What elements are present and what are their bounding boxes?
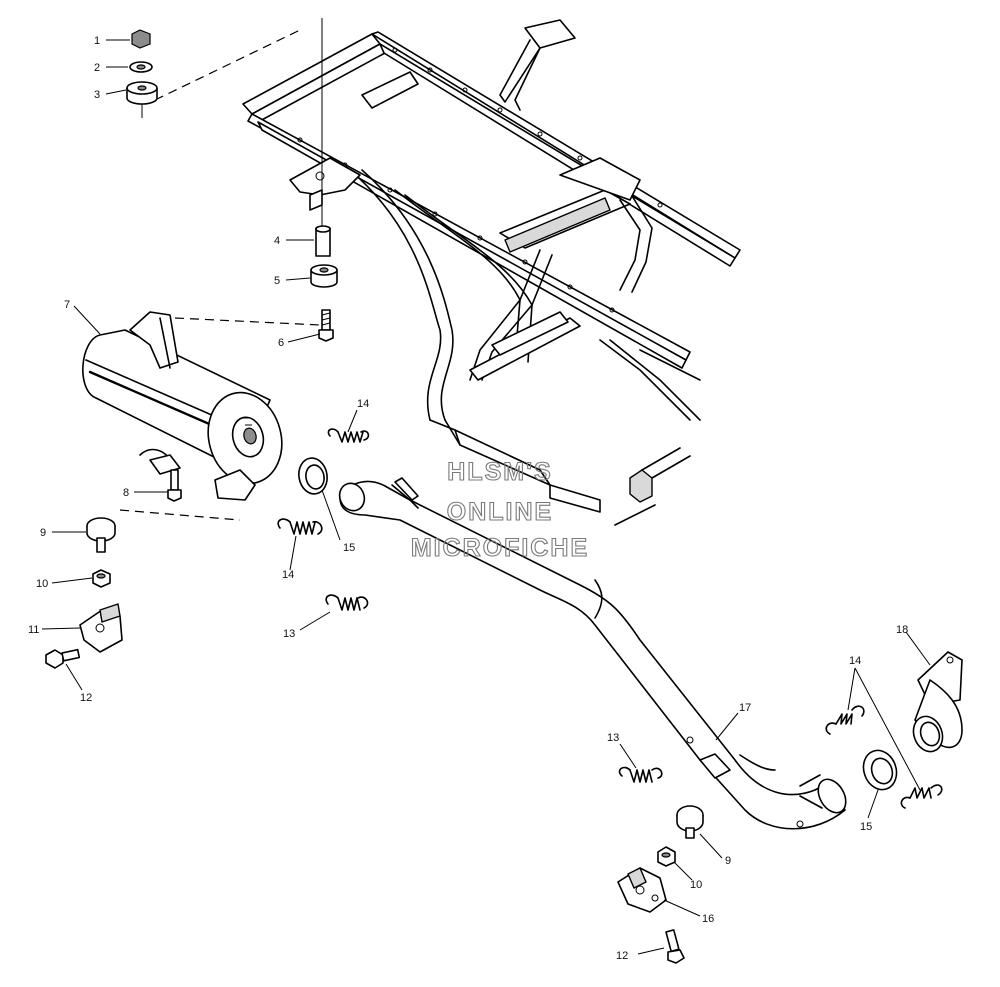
nut-10b-part: [657, 846, 676, 867]
callout-10: 10: [690, 879, 702, 891]
callout-13: 13: [607, 732, 619, 744]
callout-3: 3: [94, 89, 100, 101]
callout-5: 5: [274, 275, 280, 287]
callout-18: 18: [896, 624, 908, 636]
callout-labels: 1 2 3 4 5 6 7 8 9 10 11 12 13 14 14 15 1…: [28, 35, 908, 962]
bolt-12-part: [45, 648, 81, 669]
rubber-mount-b-part: [676, 805, 704, 839]
bracket-11-part: [79, 603, 123, 653]
grommet-lower-part: [310, 264, 338, 288]
callout-leaders: [41, 39, 931, 955]
callout-6: 6: [278, 337, 284, 349]
spacer-part: [315, 225, 331, 257]
gasket-15a-part: [298, 457, 328, 495]
callout-14: 14: [357, 398, 369, 410]
spring-14b-part: [277, 518, 323, 535]
callout-14: 14: [849, 655, 861, 667]
callout-1: 1: [94, 35, 100, 47]
callout-17: 17: [739, 702, 751, 714]
callout-12: 12: [616, 950, 628, 962]
exhaust-header-part: [912, 651, 963, 753]
rubber-mount-part: [86, 517, 116, 553]
callout-8: 8: [123, 487, 129, 499]
callout-16: 16: [702, 913, 714, 925]
grommet-part: [126, 81, 158, 118]
callout-7: 7: [64, 299, 70, 311]
spring-14d-part: [900, 784, 943, 809]
bolt-part: [318, 309, 334, 342]
callout-15: 15: [860, 821, 872, 833]
spring-13a-part: [325, 594, 369, 611]
bracket-16-part: [617, 867, 667, 913]
bolt-muffler-part: [167, 469, 182, 502]
callout-14: 14: [282, 569, 294, 581]
callout-2: 2: [94, 62, 100, 74]
callout-12: 12: [80, 692, 92, 704]
exhaust-pipe-part: [338, 477, 847, 830]
watermark-line-1: HLSM'S: [447, 458, 552, 486]
muffler-part: [82, 311, 283, 501]
spring-14a-part: [327, 428, 370, 443]
callout-4: 4: [274, 235, 280, 247]
gasket-15b-part: [862, 749, 898, 791]
watermark-line-2: ONLINE: [447, 498, 553, 526]
callout-15: 15: [343, 542, 355, 554]
watermark: HLSM'S ONLINE MICROFICHE: [410, 457, 589, 562]
spring-13b-part: [618, 766, 663, 783]
watermark-line-3: MICROFICHE: [411, 534, 589, 562]
callout-9: 9: [40, 527, 46, 539]
spring-14c-part: [825, 705, 865, 735]
callout-10: 10: [36, 578, 48, 590]
nut-10-part: [92, 569, 111, 588]
callout-13: 13: [283, 628, 295, 640]
nut-part: [131, 29, 151, 49]
vehicle-frame: [242, 19, 741, 526]
bolt-12b-part: [665, 929, 685, 964]
callout-11: 11: [28, 624, 39, 636]
washer-part: [129, 61, 153, 73]
callout-9: 9: [725, 855, 731, 867]
